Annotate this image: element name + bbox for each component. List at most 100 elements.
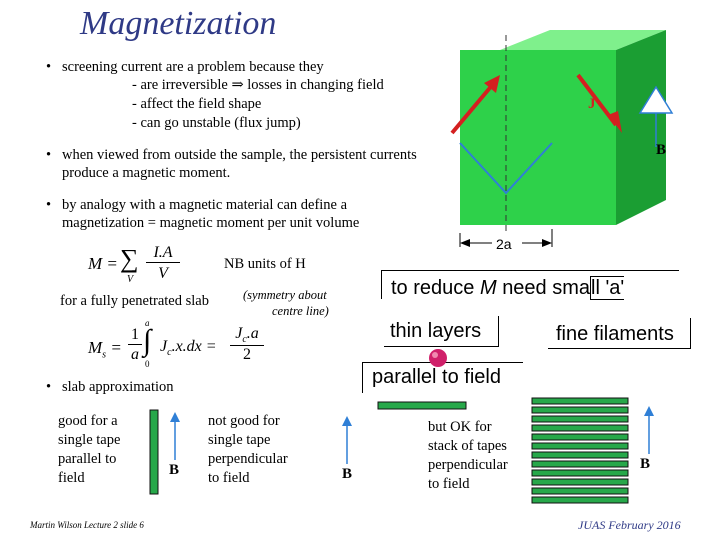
ms-rhs-rest: .a <box>246 325 259 342</box>
footer-left: Martin Wilson Lecture 2 slide 6 <box>30 520 144 530</box>
ms-integrand-rest: .x.dx = <box>171 338 217 355</box>
ms-int-upper: a <box>145 318 150 328</box>
fine-frame <box>548 318 691 349</box>
j-label: J <box>588 96 596 112</box>
field-arrow-3 <box>644 406 654 454</box>
ms-j: J <box>160 338 168 355</box>
ok-l2: stack of tapes <box>428 438 507 454</box>
dim-arrowhead-right <box>542 239 552 247</box>
two-a-label: 2a <box>496 236 512 252</box>
sum-symbol: ∑ <box>120 244 139 273</box>
perpendicular-tape <box>377 401 467 410</box>
bullet-analogy-l2: magnetization = magnetic moment per unit… <box>62 215 360 231</box>
eq-m-den: V <box>158 265 168 282</box>
fully-penetrated-label: for a fully penetrated slab <box>60 293 209 309</box>
sub-losses-text: losses in changing field <box>247 77 384 93</box>
fine-filaments-label: fine filaments <box>556 323 674 346</box>
ms-j-sub: c <box>167 347 172 359</box>
thin-layers-label: thin layers <box>390 320 481 343</box>
notgood-l1: not good for <box>208 413 280 429</box>
page-title: Magnetization <box>80 5 277 42</box>
reduce-pre: to reduce <box>391 277 475 299</box>
ms-sub: s <box>102 349 107 361</box>
reduce-mid: need sma <box>502 277 591 299</box>
ms-rhs-den: 2 <box>243 346 251 363</box>
b-label-2: B <box>342 466 353 482</box>
bullet-glyph: • <box>46 147 52 163</box>
tape-stack <box>531 397 629 504</box>
field-arrowhead <box>638 85 674 114</box>
bullet-glyph: • <box>46 59 52 75</box>
nb-units-note: NB units of H <box>224 256 306 272</box>
slab-diagram <box>450 30 674 247</box>
field-arrow-1 <box>170 412 180 460</box>
footer-right: JUAS February 2016 <box>578 518 681 532</box>
bullet-persistent-l1: when viewed from outside the sample, the… <box>62 147 417 163</box>
sub-unstable: - can go unstable (flux jump) <box>132 115 301 131</box>
not-good-text: not good for single tape perpendicular t… <box>208 412 288 488</box>
bullet-glyph: • <box>46 197 52 213</box>
current-arrowhead-in <box>608 111 622 133</box>
ms-rhs-j: J <box>235 325 243 342</box>
symmetry-note-l1: (symmetry about <box>243 288 327 302</box>
good-l3: parallel to <box>58 451 117 467</box>
reduce-m: M <box>479 277 497 299</box>
thin-post: s <box>471 320 482 342</box>
slab-front-face <box>460 50 616 225</box>
bullet-persistent-l2: produce a magnetic moment. <box>62 165 231 181</box>
thin-pre: thin layer <box>390 320 472 342</box>
ms-m: M <box>88 338 103 357</box>
notgood-l4: to field <box>208 470 250 486</box>
sub-field-shape: - affect the field shape <box>132 96 262 112</box>
current-arrowhead-out <box>484 75 500 93</box>
bullet-screening: screening current are a problem because … <box>62 59 324 75</box>
bullet-analogy-l1: by analogy with a magnetic material can … <box>62 197 348 213</box>
ms-frac-den: a <box>131 346 139 363</box>
sum-sub: V <box>127 274 134 285</box>
current-arrow-out <box>450 81 496 135</box>
good-l4: field <box>58 470 85 486</box>
dim-arrowhead-left <box>460 239 470 247</box>
ok-l4: to field <box>428 476 470 492</box>
good-l1: good for a <box>58 413 118 429</box>
ok-l3: perpendicular <box>428 457 508 473</box>
pin-icon <box>429 349 447 367</box>
equation-m: M = <box>88 254 118 274</box>
ok-l1: but OK for <box>428 419 492 435</box>
sub-irreversible: - are irreversible ⇒ losses in changing … <box>132 76 384 95</box>
ms-eq: = <box>110 338 122 357</box>
bullet-slab-approx: slab approximation <box>62 379 174 395</box>
implies-arrow: ⇒ <box>231 77 244 93</box>
thin-frame <box>384 316 499 347</box>
ms-frac-num: 1 <box>128 326 142 345</box>
integral-symbol: ∫ <box>143 324 152 357</box>
notgood-l2: single tape <box>208 432 271 448</box>
field-profile <box>459 142 553 195</box>
reduce-frame <box>381 270 679 299</box>
slab-side-face <box>616 30 666 225</box>
bullet-glyph: • <box>46 379 52 395</box>
good-l2: single tape <box>58 432 121 448</box>
good-for-text: good for a single tape parallel to field <box>58 412 120 488</box>
b-label-3: B <box>640 456 651 472</box>
parallel-tape <box>149 409 159 495</box>
fine-pre: fine filament <box>556 323 664 345</box>
field-arrow-2 <box>342 416 352 464</box>
ms-integrand: Jc.x.dx = <box>160 338 217 358</box>
parallel-field-label: parallel to field <box>372 366 501 388</box>
reduce-m-statement: to reduce M need small 'a' <box>391 276 625 300</box>
eq-m-lhs: M = <box>88 254 118 273</box>
b-label-1: B <box>169 462 180 478</box>
reduce-post: ll 'a' <box>590 276 625 300</box>
ok-stack-text: but OK for stack of tapes perpendicular … <box>428 418 508 494</box>
slab-top-face <box>500 30 666 50</box>
ms-int-lower: 0 <box>145 359 150 369</box>
eq-ms-lhs: Ms = <box>88 338 122 360</box>
ms-rhs-sub: c <box>242 334 247 346</box>
notgood-l3: perpendicular <box>208 451 288 467</box>
sub-irreversible-text: - are irreversible <box>132 77 228 93</box>
fine-post: s <box>663 323 674 345</box>
b-label-top: B <box>656 142 667 158</box>
ms-rhs-num: Jc.a <box>230 325 264 347</box>
stacked-tapes <box>531 397 629 504</box>
